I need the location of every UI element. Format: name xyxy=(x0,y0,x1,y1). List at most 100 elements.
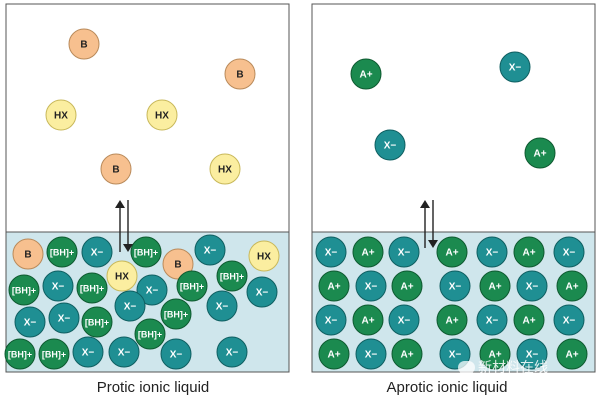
molecule-circle xyxy=(499,51,531,83)
protic-liquid-molecules: B[BH]+X−[BH]+BX−HX[BH]+X−[BH]+HXX−[BH]+[… xyxy=(4,234,280,370)
molecule-cation: A+ xyxy=(524,137,556,169)
molecule-circle xyxy=(160,298,192,330)
molecule-circle xyxy=(318,270,350,302)
molecule-label: X− xyxy=(82,348,95,359)
molecule-circle xyxy=(146,99,178,131)
molecule-acid: HX xyxy=(146,99,178,131)
molecule-label: HX xyxy=(218,165,232,176)
watermark-text: 新材料在线 xyxy=(478,360,548,376)
molecule-base: B xyxy=(68,28,100,60)
molecule-label: [BH]+ xyxy=(134,248,158,258)
molecule-label: X− xyxy=(52,282,65,293)
wechat-logo-icon xyxy=(458,360,475,374)
molecule-anion: X− xyxy=(499,51,531,83)
molecule-circle xyxy=(45,99,77,131)
molecule-cation: A+ xyxy=(352,236,384,268)
molecule-label: X− xyxy=(58,314,71,325)
molecule-circle xyxy=(130,236,162,268)
molecule-circle xyxy=(350,58,382,90)
molecule-label: X− xyxy=(118,348,131,359)
molecule-cation: [BH]+ xyxy=(81,306,113,338)
molecule-circle xyxy=(391,338,423,370)
molecule-anion: X− xyxy=(315,304,347,336)
molecule-circle xyxy=(553,304,585,336)
molecule-cation: A+ xyxy=(513,236,545,268)
molecule-circle xyxy=(355,338,387,370)
molecule-label: [BH]+ xyxy=(50,248,74,258)
molecule-circle xyxy=(176,270,208,302)
molecule-circle xyxy=(476,236,508,268)
molecule-label: A+ xyxy=(445,316,458,327)
molecule-circle xyxy=(318,338,350,370)
molecule-label: X− xyxy=(563,248,576,259)
molecule-anion: X− xyxy=(553,304,585,336)
molecule-label: X− xyxy=(384,141,397,152)
aprotic-gas-region xyxy=(311,3,596,233)
aprotic-gas-molecules: A+X−X−A+ xyxy=(350,51,556,169)
molecule-label: A+ xyxy=(565,350,578,361)
molecule-anion: X− xyxy=(439,270,471,302)
molecule-cation: A+ xyxy=(513,304,545,336)
molecule-circle xyxy=(479,270,511,302)
molecule-circle xyxy=(436,304,468,336)
molecule-label: [BH]+ xyxy=(80,284,104,294)
molecule-circle xyxy=(76,272,108,304)
molecule-cation: A+ xyxy=(391,338,423,370)
molecule-base: B xyxy=(100,153,132,185)
aprotic-panel: A+X−X−A+ X−A+X−A+X−A+X−A+X−A+X−A+X−A+X−A… xyxy=(311,3,596,373)
molecule-label: [BH]+ xyxy=(138,330,162,340)
molecule-cation: A+ xyxy=(479,270,511,302)
molecule-circle xyxy=(134,318,166,350)
molecule-label: [BH]+ xyxy=(8,350,32,360)
molecule-circle xyxy=(106,260,138,292)
molecule-cation: [BH]+ xyxy=(160,298,192,330)
molecule-circle xyxy=(315,236,347,268)
molecule-circle xyxy=(524,137,556,169)
molecule-label: A+ xyxy=(488,350,501,361)
molecule-cation: A+ xyxy=(352,304,384,336)
molecule-acid: HX xyxy=(209,153,241,185)
molecule-circle xyxy=(439,270,471,302)
up-arrow-head xyxy=(420,200,430,208)
molecule-label: X− xyxy=(91,248,104,259)
molecule-base: B xyxy=(224,58,256,90)
molecule-label: HX xyxy=(54,111,68,122)
molecule-label: A+ xyxy=(522,248,535,259)
aprotic-panel-label: Aprotic ionic liquid xyxy=(386,379,508,396)
molecule-anion: X− xyxy=(246,276,278,308)
molecule-label: X− xyxy=(256,288,269,299)
molecule-label: X− xyxy=(449,350,462,361)
molecule-circle xyxy=(42,270,74,302)
molecule-anion: X− xyxy=(388,304,420,336)
molecule-cation: A+ xyxy=(436,304,468,336)
molecule-circle xyxy=(476,304,508,336)
molecule-label: HX xyxy=(155,111,169,122)
molecule-circle xyxy=(72,336,104,368)
molecule-label: A+ xyxy=(488,282,501,293)
molecule-label: A+ xyxy=(400,282,413,293)
molecule-circle xyxy=(12,238,44,270)
aprotic-exchange-arrows xyxy=(420,200,438,248)
molecule-cation: A+ xyxy=(556,270,588,302)
molecule-cation: A+ xyxy=(318,270,350,302)
molecule-circle xyxy=(216,336,248,368)
molecule-label: B xyxy=(24,250,31,261)
protic-exchange-arrows xyxy=(115,200,133,252)
molecule-cation: [BH]+ xyxy=(134,318,166,350)
molecule-label: A+ xyxy=(445,248,458,259)
molecule-anion: X− xyxy=(355,270,387,302)
molecule-label: A+ xyxy=(327,282,340,293)
molecule-label: X− xyxy=(216,302,229,313)
molecule-label: [BH]+ xyxy=(164,310,188,320)
molecule-circle xyxy=(556,338,588,370)
molecule-circle xyxy=(513,304,545,336)
molecule-cation: [BH]+ xyxy=(4,338,36,370)
molecule-label: X− xyxy=(563,316,576,327)
molecule-label: A+ xyxy=(533,149,546,160)
molecule-label: B xyxy=(80,40,87,51)
molecule-cation: [BH]+ xyxy=(130,236,162,268)
protic-gas-molecules: B B HX HX B HX xyxy=(45,28,256,185)
molecule-anion: X− xyxy=(114,290,146,322)
molecule-circle xyxy=(374,129,406,161)
molecule-label: X− xyxy=(325,316,338,327)
